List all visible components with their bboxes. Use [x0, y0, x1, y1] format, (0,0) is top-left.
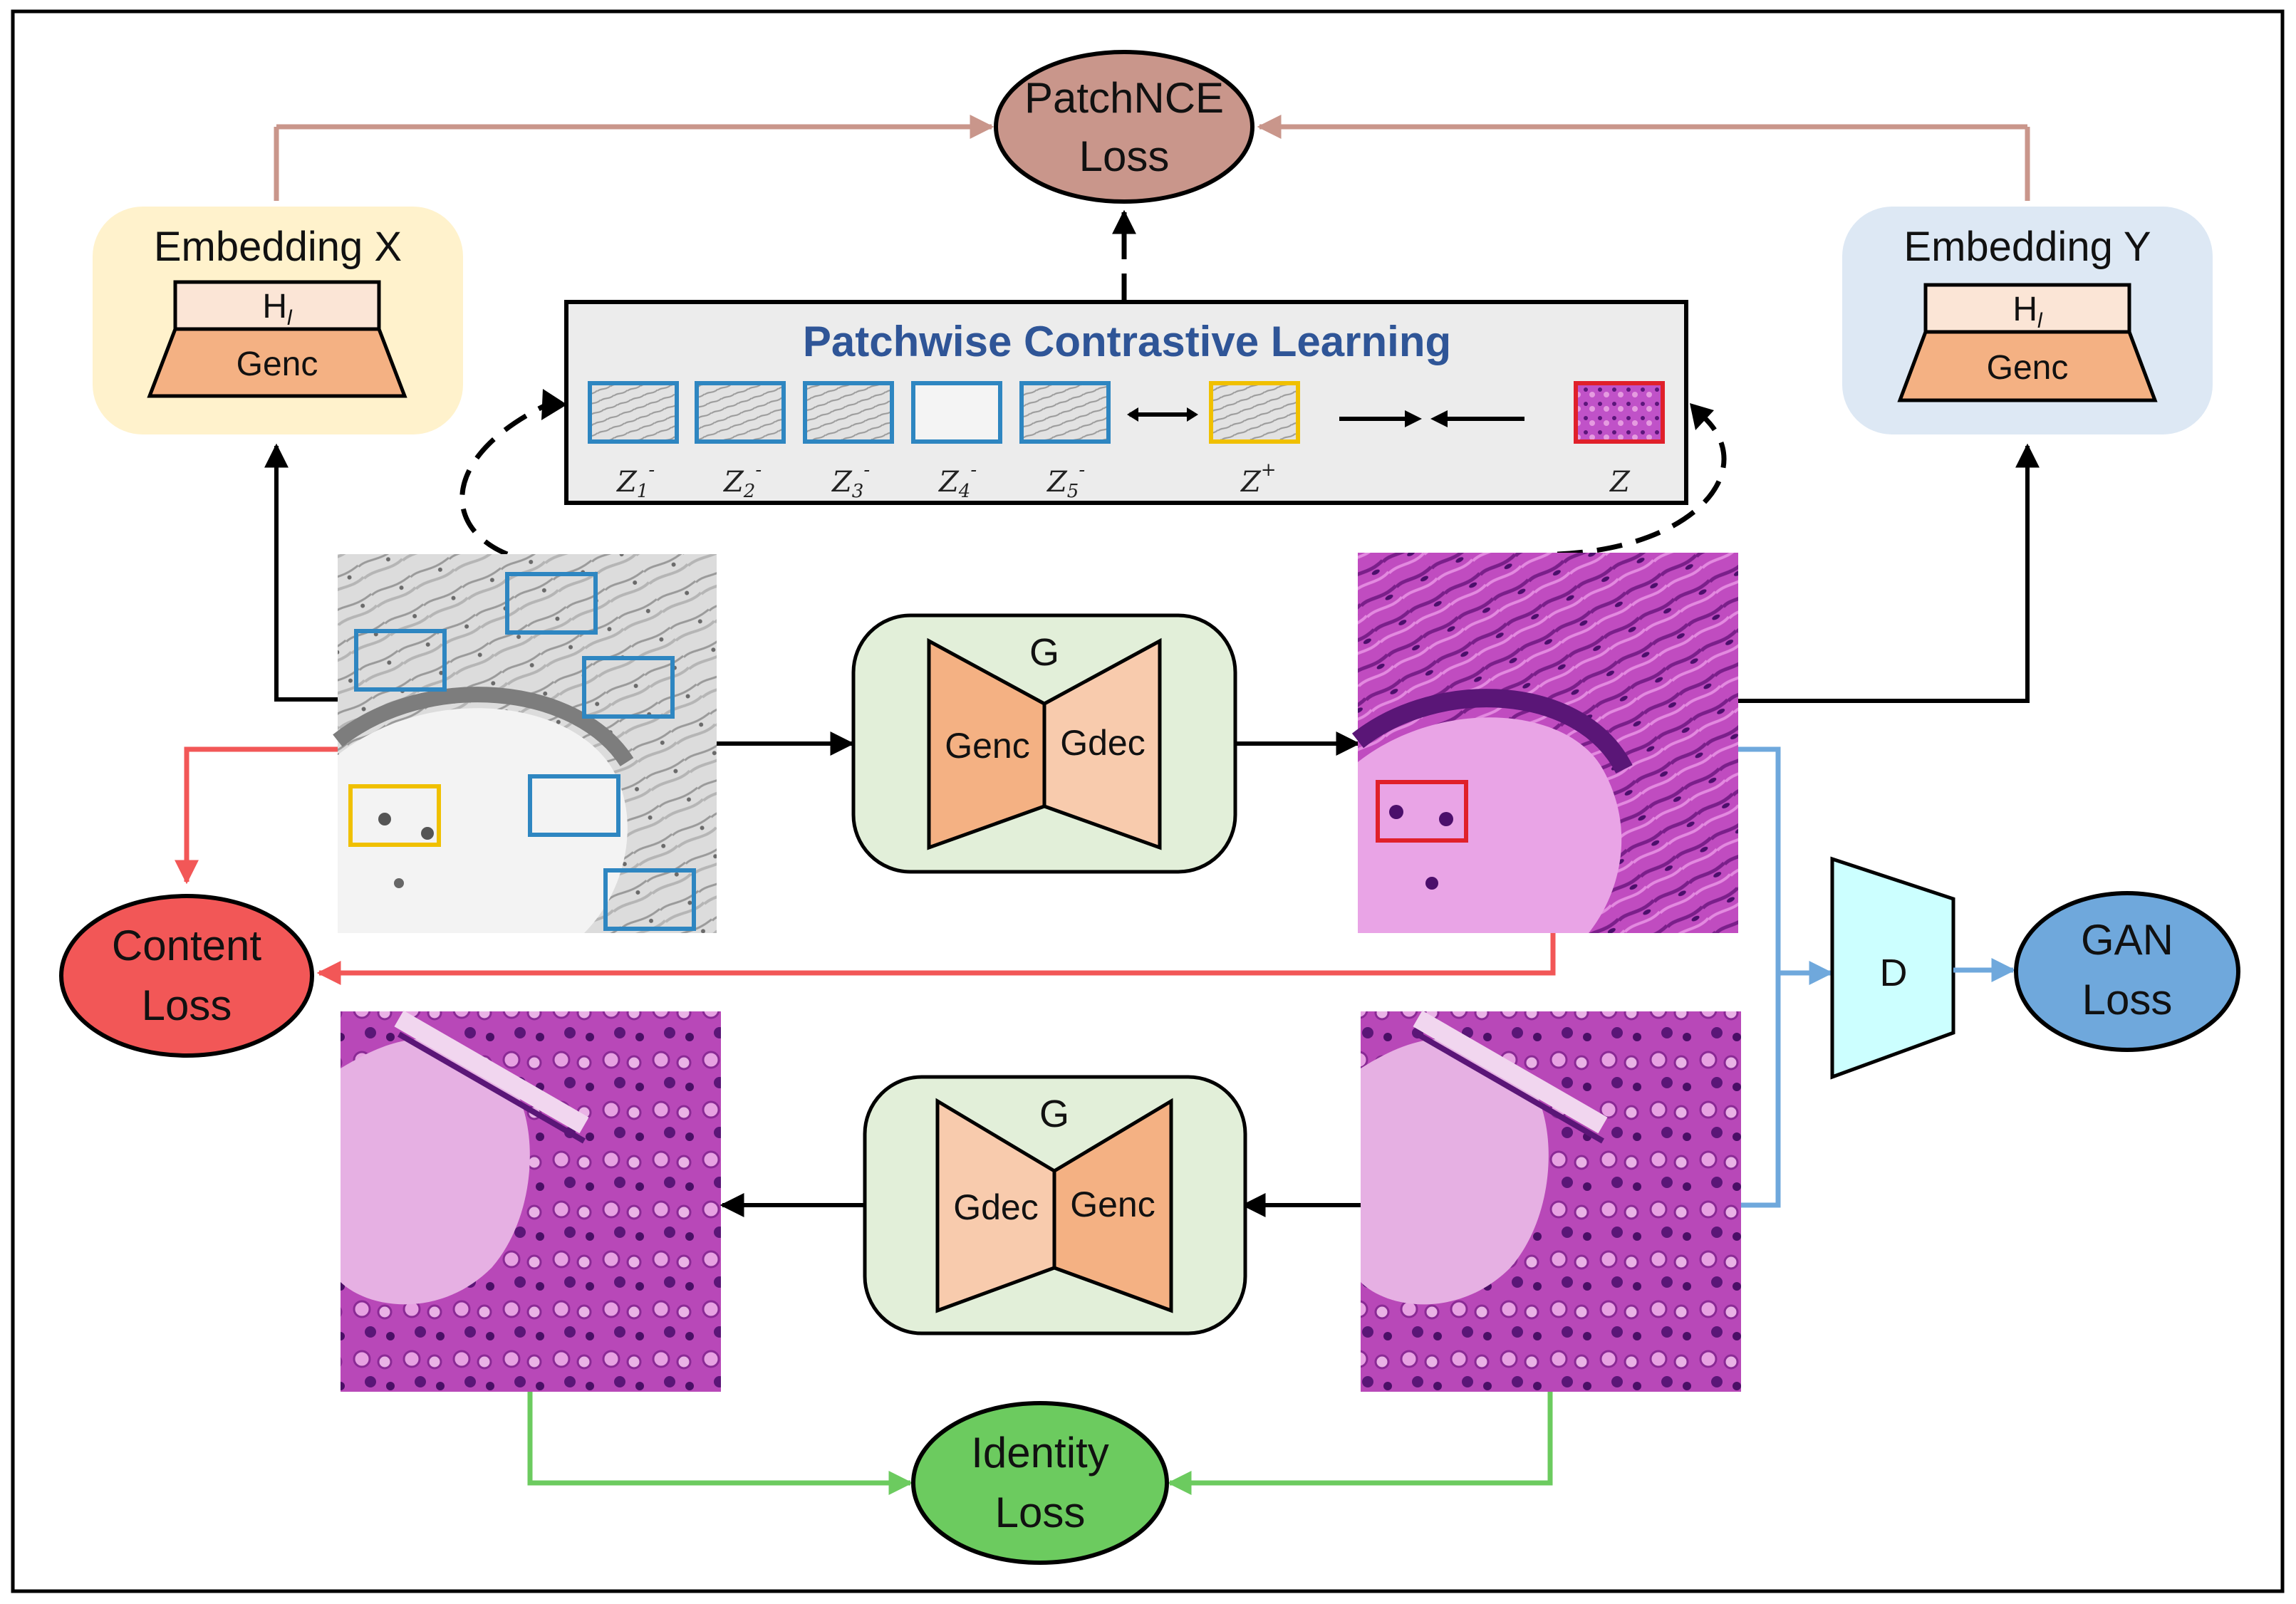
- negative-label-4: Z4-: [937, 459, 977, 502]
- push-apart-arrow-right-head: [1187, 407, 1198, 422]
- dashed-curve-left: [459, 402, 549, 557]
- input-negative-box-1: [354, 629, 447, 692]
- push-apart-arrow-left-head: [1127, 407, 1138, 422]
- patchnce-loss-line1: PatchNCE: [1024, 74, 1224, 122]
- embedding-x-title: Embedding X: [154, 224, 402, 270]
- generator-top-name: G: [1029, 631, 1059, 674]
- gan-loss-line1: GAN: [2081, 916, 2173, 964]
- embedding-y-title: Embedding Y: [1903, 224, 2151, 270]
- arrow-identity-input-to-discriminator: [1741, 973, 1781, 1208]
- negative-patch-4: [911, 381, 1002, 444]
- embedding-y: Embedding Y Hl Genc: [1842, 207, 2213, 434]
- dashed-curve-left-head: [541, 389, 567, 420]
- arrow-output-to-content: [316, 933, 1556, 985]
- positive-patch: [1209, 381, 1300, 444]
- identity-output-image: [341, 1010, 721, 1392]
- query-patch: [1574, 381, 1665, 444]
- dashed-curve-right-head: [1690, 403, 1714, 430]
- contrastive-learning-box: Patchwise Contrastive Learning Z1- Z2- Z…: [564, 300, 1688, 505]
- input-negative-box-4: [528, 774, 620, 837]
- content-loss: Content Loss: [59, 894, 314, 1058]
- pull-arrow-left-head: [1430, 410, 1448, 427]
- discriminator: D: [1830, 856, 1955, 1080]
- embedding-x-head: [173, 280, 381, 331]
- content-loss-line2: Loss: [142, 981, 232, 1029]
- output-query-box: [1376, 780, 1468, 843]
- arrow-identity-output-to-loss: [527, 1392, 913, 1495]
- output-image-translated: [1351, 553, 1738, 933]
- identity-loss-line2: Loss: [995, 1489, 1086, 1536]
- embedding-y-head: [1923, 283, 2131, 334]
- generator-top: G Genc Gdec: [851, 613, 1237, 874]
- input-negative-box-3: [582, 656, 675, 719]
- input-image-grayscale: [333, 554, 717, 933]
- gan-loss-line2: Loss: [2082, 976, 2173, 1024]
- generator-bottom: G Gdec Genc: [863, 1075, 1247, 1335]
- arrow-output-to-emby: [1738, 443, 2040, 703]
- arrow-output-to-discriminator: [1738, 746, 1834, 985]
- input-positive-box: [348, 784, 441, 847]
- pull-arrow-right-head: [1405, 410, 1422, 427]
- identity-loss-line1: Identity: [971, 1429, 1108, 1477]
- generator-bottom-left-label: Gdec: [953, 1187, 1039, 1227]
- embedding-y-encoder-label: Genc: [1987, 349, 2069, 387]
- negative-label-2: Z2-: [722, 459, 762, 502]
- generator-top-right-label: Gdec: [1060, 723, 1146, 763]
- generator-top-left-label: Genc: [945, 726, 1030, 766]
- identity-input-image: [1361, 1010, 1741, 1392]
- patchnce-loss: PatchNCE Loss: [994, 50, 1255, 204]
- arrow-identity-input-to-loss: [1167, 1392, 1553, 1495]
- negative-patch-2: [695, 381, 786, 444]
- negative-patch-1: [588, 381, 679, 444]
- discriminator-label: D: [1880, 952, 1908, 994]
- embedding-y-encoder: [1897, 330, 2158, 402]
- content-loss-line1: Content: [112, 922, 261, 969]
- arrow-input-to-content: [175, 746, 338, 885]
- positive-label: Z+: [1240, 459, 1277, 499]
- input-negative-box-2: [505, 572, 598, 635]
- negative-label-1: Z1-: [615, 459, 655, 502]
- gan-loss: GAN Loss: [2014, 891, 2240, 1052]
- negative-patch-5: [1019, 381, 1111, 444]
- embedding-x-head-label: Hl: [262, 288, 293, 330]
- generator-bottom-right-label: Genc: [1070, 1184, 1155, 1224]
- input-negative-box-5: [603, 868, 696, 931]
- generator-top-decoder: [1042, 637, 1162, 850]
- contrastive-title: Patchwise Contrastive Learning: [803, 318, 1451, 365]
- generator-bottom-name: G: [1039, 1093, 1069, 1135]
- negative-label-3: Z3-: [831, 459, 870, 502]
- negative-label-5: Z5-: [1046, 459, 1085, 502]
- embedding-x: Embedding X Hl Genc: [93, 207, 463, 434]
- dashed-curve-right: [1557, 415, 1727, 557]
- negative-patch-3: [803, 381, 894, 444]
- embedding-y-head-label: Hl: [2012, 291, 2043, 333]
- query-label: Z: [1609, 466, 1631, 499]
- embedding-x-encoder: [147, 327, 407, 398]
- arrow-input-to-embx: [264, 443, 338, 702]
- embedding-x-encoder-label: Genc: [237, 345, 318, 383]
- patchnce-loss-line2: Loss: [1079, 132, 1170, 180]
- identity-loss: Identity Loss: [911, 1401, 1169, 1565]
- generator-bottom-encoder: [1052, 1098, 1173, 1313]
